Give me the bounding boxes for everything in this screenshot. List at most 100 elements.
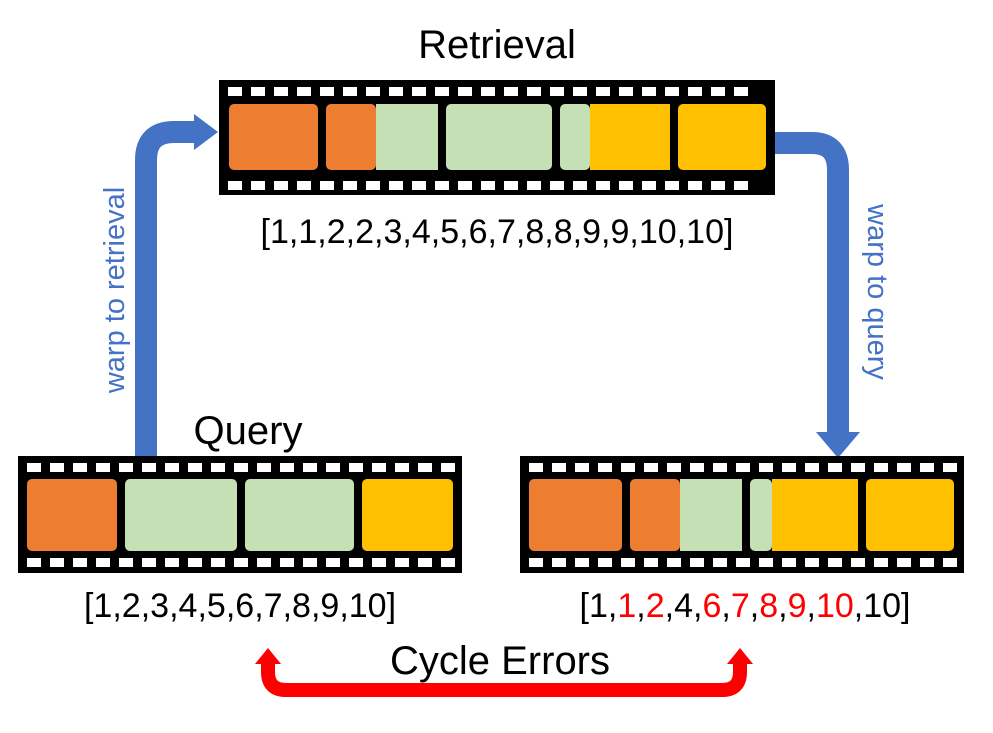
sprocket-hole — [343, 181, 357, 190]
frame-green — [125, 479, 237, 551]
sprocket-hole — [211, 463, 225, 472]
separator: , — [636, 587, 645, 625]
separator: , — [721, 587, 730, 625]
sprocket-hole — [734, 87, 748, 96]
separator: , — [169, 587, 178, 625]
separator: , — [750, 587, 759, 625]
sprocket-hole — [303, 558, 317, 567]
sprocket-hole — [598, 463, 612, 472]
sprocket-hole — [596, 181, 610, 190]
sprocket-hole — [690, 463, 704, 472]
sprocket-hole — [642, 87, 656, 96]
sprocket-hole — [481, 181, 495, 190]
retrieval-sequence: [1,1,2,2,3,4,5,6,7,8,8,9,9,10,10] — [261, 213, 734, 251]
index: 4 — [674, 587, 693, 625]
sprocket-hole — [828, 463, 842, 472]
separator: , — [573, 213, 582, 251]
separator: , — [226, 587, 235, 625]
sprocket-hole — [412, 181, 426, 190]
sprocket-hole — [527, 87, 541, 96]
separator: , — [141, 587, 150, 625]
sprocket-hole — [320, 87, 334, 96]
index: 3 — [150, 587, 169, 625]
index: 3 — [384, 213, 403, 251]
separator: , — [402, 213, 411, 251]
index: 10 — [639, 213, 677, 251]
index: 4 — [179, 587, 198, 625]
sprocket-hole — [418, 558, 432, 567]
separator: , — [693, 587, 702, 625]
sprocket-hole — [280, 463, 294, 472]
separator: , — [374, 213, 383, 251]
sprocket-hole — [575, 558, 589, 567]
index: 1 — [270, 213, 289, 251]
error-index: 10 — [816, 587, 854, 625]
sprocket-hole — [349, 558, 363, 567]
sprocket-hole — [50, 558, 64, 567]
sprocket-hole — [165, 463, 179, 472]
sprocket-hole — [619, 181, 633, 190]
sprocket-hole — [642, 181, 656, 190]
index: 6 — [235, 587, 254, 625]
sprocket-hole — [736, 463, 750, 472]
separator: , — [806, 587, 815, 625]
index: 1 — [93, 587, 112, 625]
separator: , — [608, 587, 617, 625]
error-index: 9 — [788, 587, 807, 625]
bracket: [ — [84, 587, 94, 625]
sprocket-hole — [665, 87, 679, 96]
bracket: [ — [261, 213, 271, 251]
sprocket-hole — [575, 463, 589, 472]
frame-orange — [529, 479, 622, 551]
index: 9 — [582, 213, 601, 251]
bracket: ] — [724, 213, 733, 251]
index: 10 — [686, 213, 724, 251]
sprocket-hole — [552, 558, 566, 567]
frame-green — [376, 104, 438, 170]
index: 10 — [349, 587, 387, 625]
index: 4 — [412, 213, 431, 251]
sprocket-hole — [251, 87, 265, 96]
sprocket-hole — [395, 463, 409, 472]
sprocket-hole — [667, 463, 681, 472]
frame-yellow — [866, 479, 954, 551]
separator: , — [665, 587, 674, 625]
frame-orange — [27, 479, 117, 551]
sprocket-hole — [874, 558, 888, 567]
separator: , — [544, 213, 553, 251]
sprocket-hole — [441, 558, 455, 567]
index: 7 — [497, 213, 516, 251]
sprocket-hole — [573, 181, 587, 190]
sprocket-hole — [326, 558, 340, 567]
sprocket-hole — [119, 463, 133, 472]
sprocket-hole — [621, 463, 635, 472]
sprocket-hole — [759, 463, 773, 472]
sprocket-hole — [736, 558, 750, 567]
error-index: 1 — [617, 587, 636, 625]
index: 2 — [355, 213, 374, 251]
separator: , — [197, 587, 206, 625]
sprocket-hole — [713, 558, 727, 567]
cycle-errors-label: Cycle Errors — [390, 639, 610, 683]
sprocket-hole — [211, 558, 225, 567]
frame-yellow — [772, 479, 858, 551]
sprocket-hole — [458, 87, 472, 96]
sprocket-hole — [851, 558, 865, 567]
sprocket-hole — [142, 463, 156, 472]
sprocket-hole — [119, 558, 133, 567]
sprocket-hole — [366, 87, 380, 96]
error-index: 7 — [731, 587, 750, 625]
sprocket-hole — [897, 558, 911, 567]
index: 8 — [292, 587, 311, 625]
warp-to-retrieval-arrow — [135, 114, 218, 456]
sprocket-hole — [228, 87, 242, 96]
index: 8 — [525, 213, 544, 251]
separator: , — [254, 587, 263, 625]
separator: , — [431, 213, 440, 251]
query-title: Query — [194, 409, 303, 453]
sprocket-hole — [297, 87, 311, 96]
sprocket-hole — [257, 558, 271, 567]
sprocket-hole — [366, 181, 380, 190]
frame-green — [680, 479, 742, 551]
